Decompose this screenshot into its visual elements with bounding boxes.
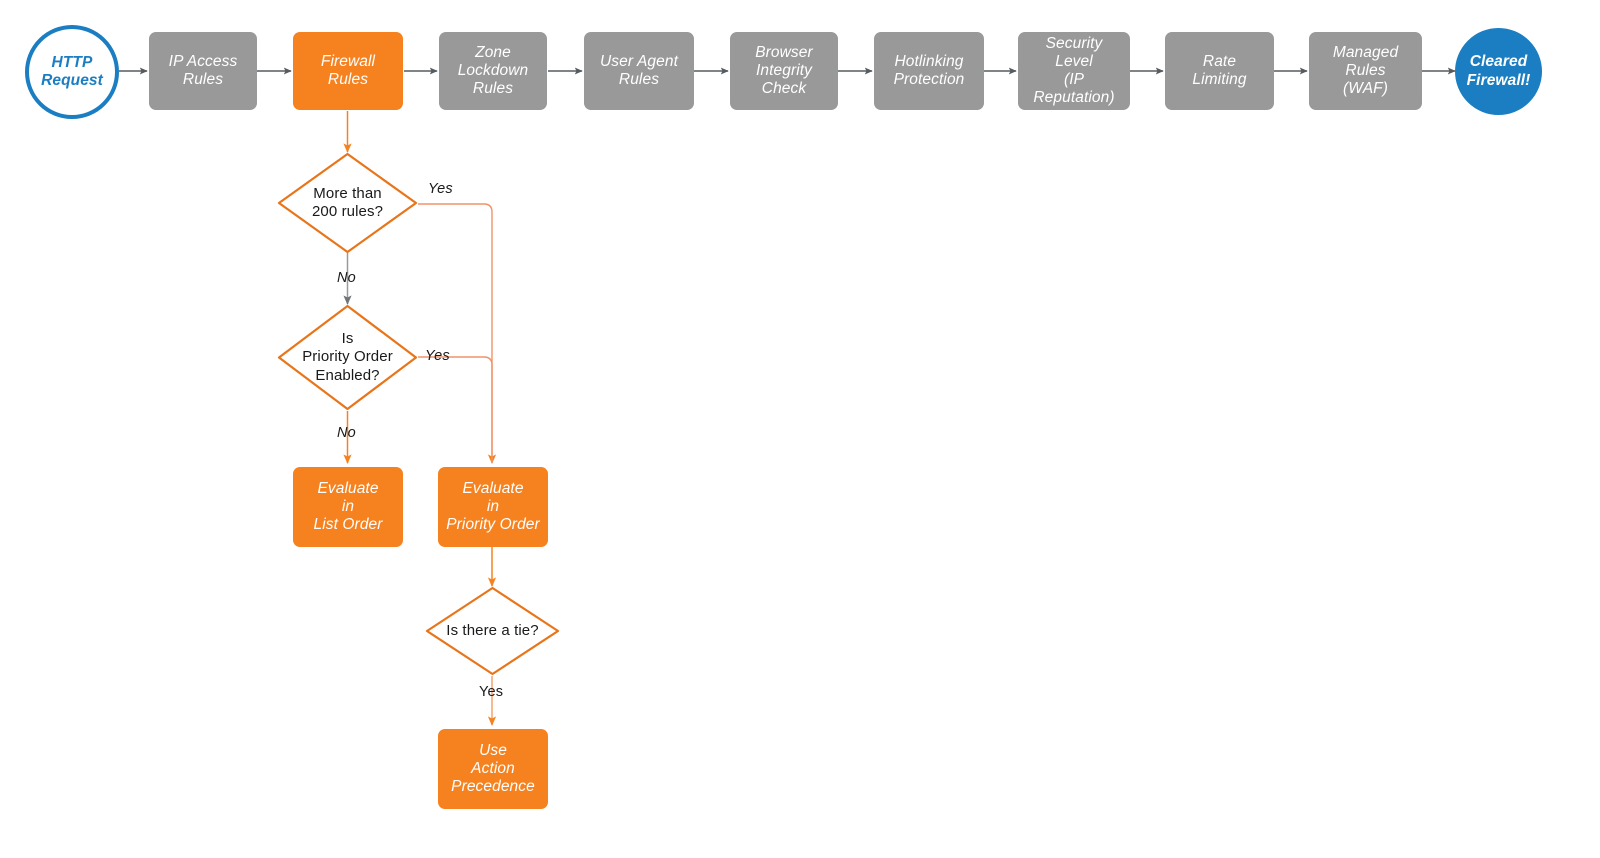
step-line1: Hotlinking [894,52,964,70]
outcome-line3: List Order [313,516,383,534]
step-line1: User Agent [600,52,678,70]
step-line2: Rules [182,71,224,88]
step-label: Firewall Rules [297,53,399,89]
step-line2: Rules [1345,61,1386,79]
outcome-label: Evaluate in Priority Order [442,480,544,534]
step-line1: Browser [755,43,813,61]
step-line2: Integrity [755,61,813,79]
outcome-line2: in [486,497,500,515]
step-label: Managed Rules (WAF) [1313,44,1418,98]
edge-label-d1-no: No [337,270,356,286]
step-line2: Protection [893,71,965,88]
decision-line2: 200 rules? [311,203,384,220]
outcome-line3: Priority Order [446,516,540,534]
outcome-line1: Evaluate [317,479,379,497]
decision-line1: More than [313,184,382,202]
step-firewall-rules[interactable]: Firewall Rules [293,32,403,110]
step-label: Zone Lockdown Rules [443,44,543,98]
step-rate-limiting[interactable]: Rate Limiting [1165,32,1274,110]
step-line3: Rules [472,80,514,98]
edge-label-d1-yes: Yes [428,181,453,197]
step-user-agent-rules[interactable]: User Agent Rules [584,32,694,110]
step-zone-lockdown-rules[interactable]: Zone Lockdown Rules [439,32,547,110]
step-line1: Zone [475,43,511,61]
diamond-shape [425,586,560,676]
edge-label-d2-no: No [337,425,356,441]
decision-line3: Enabled? [315,366,380,384]
outcome-line1: Use [479,741,507,759]
step-managed-rules-waf[interactable]: Managed Rules (WAF) [1309,32,1422,110]
step-label: Hotlinking Protection [878,53,980,89]
outcome-label: Use Action Precedence [442,742,544,796]
step-line1: Firewall [320,52,376,70]
step-line2: Rules [618,71,660,88]
start-node-http-request[interactable]: HTTP Request [25,25,119,119]
start-node-line2: Request [41,72,103,89]
step-line1: Rate [1202,52,1237,70]
outcome-line3: Precedence [451,778,535,796]
outcome-evaluate-in-priority-order[interactable]: Evaluate in Priority Order [438,467,548,547]
step-line3: (IP Reputation) [1033,71,1115,107]
diamond-shape [277,304,418,411]
decision-is-there-a-tie[interactable]: Is there a tie? [425,586,560,676]
step-security-level[interactable]: Security Level (IP Reputation) [1018,32,1130,110]
wire-d2-yes-to-priority-order [418,356,493,463]
step-line1: IP Access [168,52,238,70]
decision-line1: Is there a tie? [446,621,539,639]
step-line1: Security [1045,34,1103,52]
step-ip-access-rules[interactable]: IP Access Rules [149,32,257,110]
start-node-label: HTTP Request [41,54,103,91]
decision-line1: Is [341,330,354,348]
step-line2: Rules [327,71,369,88]
outcome-evaluate-in-list-order[interactable]: Evaluate in List Order [293,467,403,547]
decision-label: Is there a tie? [425,586,560,676]
outcome-line2: Action [471,759,515,777]
wire-d1-yes-to-priority-order [418,203,497,464]
step-label: Browser Integrity Check [734,44,834,98]
step-line1: Managed [1332,43,1399,61]
step-browser-integrity-check[interactable]: Browser Integrity Check [730,32,838,110]
decision-more-than-200-rules[interactable]: More than 200 rules? [277,152,418,254]
end-node-cleared-firewall[interactable]: Cleared Firewall! [1455,28,1542,115]
step-line2: Limiting [1192,71,1247,88]
decision-is-priority-order-enabled[interactable]: Is Priority Order Enabled? [277,304,418,411]
step-line3: Check [761,80,807,98]
end-node-line1: Cleared [1469,53,1528,71]
outcome-line1: Evaluate [462,479,524,497]
step-line2: Level [1055,52,1093,70]
decision-label: Is Priority Order Enabled? [277,304,418,411]
start-node-line1: HTTP [51,53,93,71]
edge-label-d2-yes: Yes [425,348,450,364]
step-label: User Agent Rules [588,53,690,89]
end-node-label: Cleared Firewall! [1467,53,1531,90]
edge-label-d3-yes: Yes [479,684,504,700]
outcome-line2: in [341,497,355,515]
step-line3: (WAF) [1343,80,1388,98]
end-node-line2: Firewall! [1466,71,1531,89]
step-line2: Lockdown [457,61,529,79]
step-label: IP Access Rules [153,53,253,89]
step-label: Security Level (IP Reputation) [1022,35,1126,108]
decision-label: More than 200 rules? [277,152,418,254]
step-label: Rate Limiting [1169,53,1270,89]
decision-line2: Priority Order [302,348,393,366]
outcome-label: Evaluate in List Order [297,480,399,534]
outcome-use-action-precedence[interactable]: Use Action Precedence [438,729,548,809]
diamond-shape [277,152,418,254]
step-hotlinking-protection[interactable]: Hotlinking Protection [874,32,984,110]
